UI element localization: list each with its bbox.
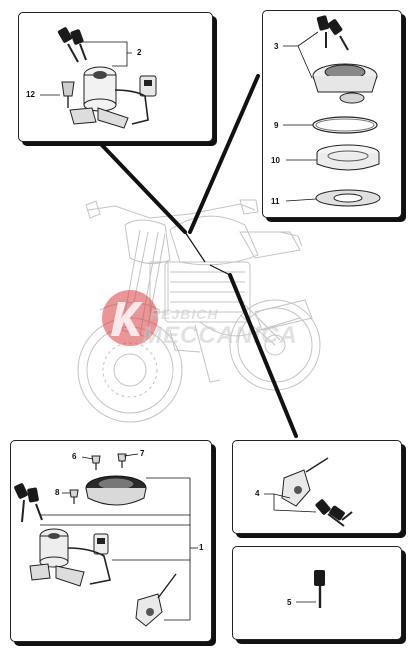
key-icon	[57, 27, 84, 45]
watermark-text-top: REJBICH	[150, 306, 219, 322]
callout-1: 1	[199, 543, 204, 552]
watermark-text-bottom: MECCANICA	[142, 322, 298, 349]
leader-line-panel-top-right	[188, 74, 260, 234]
callout-2: 2	[137, 48, 142, 57]
callout-4: 4	[255, 489, 260, 498]
leader-line-panel-4	[228, 273, 298, 438]
callout-10: 10	[271, 156, 280, 165]
key-icon	[314, 570, 325, 586]
callout-7: 7	[140, 449, 145, 458]
callout-6: 6	[72, 452, 77, 461]
callout-12: 12	[26, 90, 35, 99]
panel-key	[232, 546, 402, 640]
callout-3: 3	[274, 42, 279, 51]
panel-fuel-cap	[262, 10, 402, 218]
callout-5: 5	[287, 598, 292, 607]
panel-seat-lock	[232, 440, 402, 534]
leader-line-panel-top-left	[96, 139, 187, 234]
callout-9: 9	[274, 121, 279, 130]
callout-8: 8	[55, 488, 60, 497]
callout-11: 11	[271, 197, 280, 206]
